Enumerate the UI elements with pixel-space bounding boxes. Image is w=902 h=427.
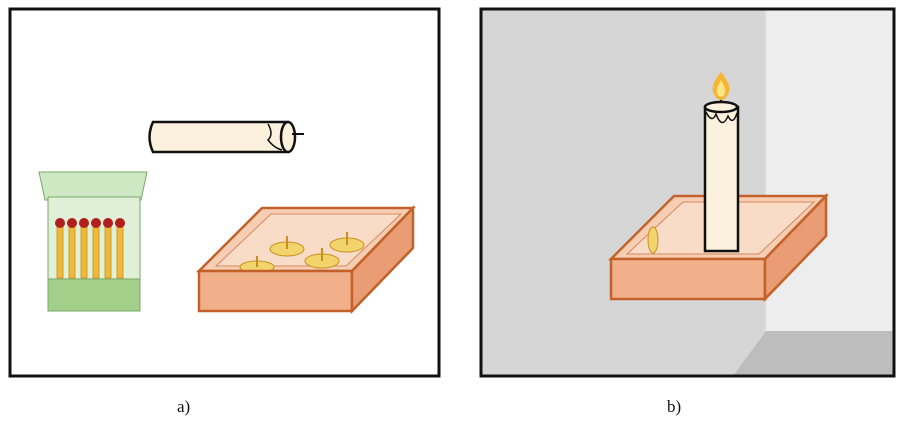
flame-icon [712, 72, 730, 100]
candle-standing-icon [703, 72, 740, 253]
matchbook-icon [38, 171, 148, 312]
matches-group [55, 218, 125, 279]
thumbtacks-group [239, 232, 365, 274]
panel-b-caption: b) [667, 397, 682, 416]
tack-box-icon [195, 204, 416, 315]
panel-a-caption: a) [177, 397, 191, 416]
wall-box-front [609, 192, 828, 303]
candle-lying-icon [148, 120, 304, 154]
thumbtack-icon [647, 226, 659, 254]
panel-b [479, 7, 896, 378]
floor [733, 331, 894, 376]
panel-a [8, 7, 441, 378]
panel-b-frame [479, 7, 896, 378]
wall-right [766, 9, 894, 331]
